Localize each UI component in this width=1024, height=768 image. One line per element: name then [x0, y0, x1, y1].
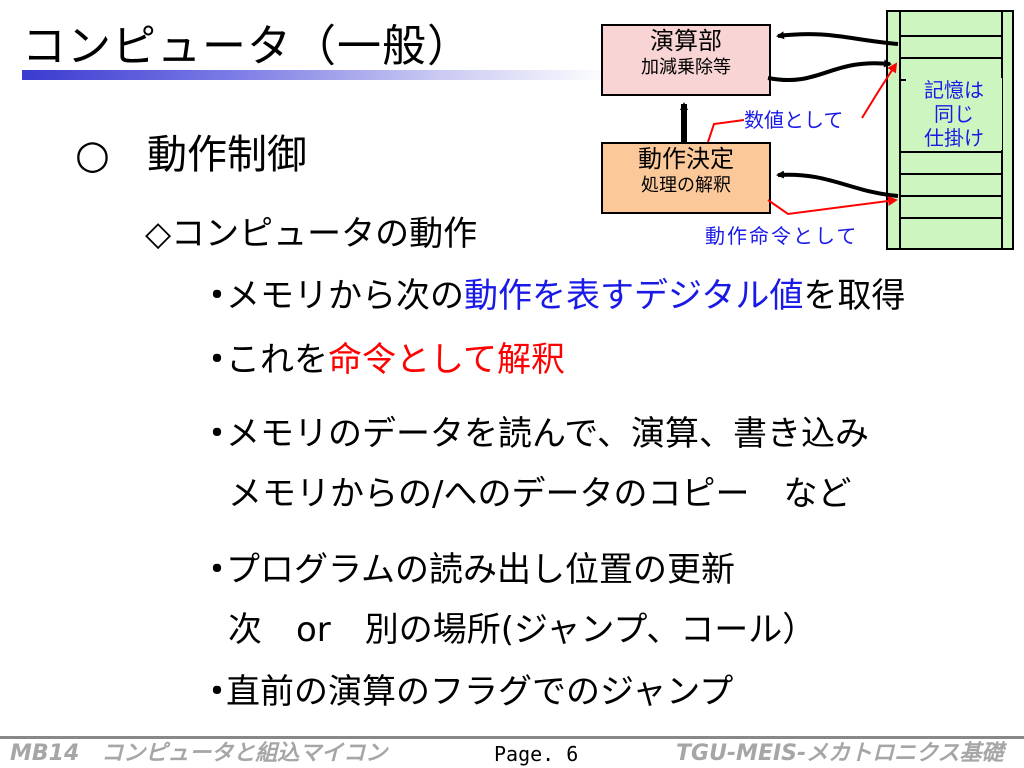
memory-label-line: 同じ [934, 102, 974, 126]
page-title: コンピュータ（一般） [22, 21, 472, 72]
bullet-text: を取得 [803, 276, 906, 316]
bullet-2: ・これを命令として解釈 [200, 338, 565, 382]
footer-department: TGU-MEIS-メカトロニクス基礎 [676, 741, 1004, 766]
bullet-4-continuation: 次 or 別の場所(ジャンプ、コール） [228, 610, 817, 650]
memory-label-line: 仕掛け [924, 126, 984, 150]
control-subtitle: 処理の解釈 [641, 175, 731, 196]
bullet-text: メモリから次の [226, 276, 464, 316]
arrow-memory-to-control [776, 170, 899, 198]
alu-title: 演算部 [650, 27, 722, 55]
red-line-instruction [767, 196, 898, 216]
title-underline [22, 70, 612, 80]
bullet-text: 直前の演算のフラグでのジャンプ [226, 672, 734, 712]
alu-box: 演算部 加減乗除等 [601, 24, 771, 96]
footer-page-number: Page. 6 [494, 742, 579, 766]
arrow-memory-to-alu [776, 31, 899, 46]
bullet-5: ・直前の演算のフラグでのジャンプ [200, 670, 733, 714]
memory-cells [899, 12, 1003, 248]
bullet-text: これを [226, 340, 328, 380]
section-heading: ○ 動作制御 [75, 130, 307, 180]
bullet-emphasis: 動作を表すデジタル値 [464, 276, 804, 316]
bullet-text: プログラムの読み出し位置の更新 [226, 550, 735, 590]
memory-label-line: 記憶は [924, 78, 984, 102]
footer-course: MB14 コンピュータと組込マイコン [10, 741, 388, 766]
label-as-instruction: 動作命令として [705, 224, 859, 248]
heading-text: 動作制御 [147, 132, 307, 178]
footer-divider [0, 736, 1024, 739]
label-as-number: 数値として [744, 108, 844, 132]
bullet-4: ・プログラムの読み出し位置の更新 [200, 548, 735, 592]
arrow-alu-to-memory [767, 59, 892, 83]
bullet-text: メモリのデータを読んで、演算、書き込み [226, 414, 869, 454]
subheading: ◇コンピュータの動作 [145, 214, 478, 254]
control-title: 動作決定 [638, 145, 734, 173]
bullet-emphasis: 命令として解釈 [328, 340, 565, 380]
alu-subtitle: 加減乗除等 [641, 57, 731, 78]
bullet-3: ・メモリのデータを読んで、演算、書き込み [200, 412, 869, 456]
memory-label: 記憶は 同じ 仕掛け [906, 78, 1002, 150]
heading-marker: ○ [75, 132, 110, 178]
diagram-arrows [680, 31, 1024, 216]
control-box: 動作決定 処理の解釈 [601, 142, 771, 214]
bullet-3-continuation: メモリからの/へのデータのコピー など [228, 474, 852, 514]
red-line-number [707, 64, 896, 143]
bullet-1: ・メモリから次の動作を表すデジタル値を取得 [200, 274, 905, 318]
